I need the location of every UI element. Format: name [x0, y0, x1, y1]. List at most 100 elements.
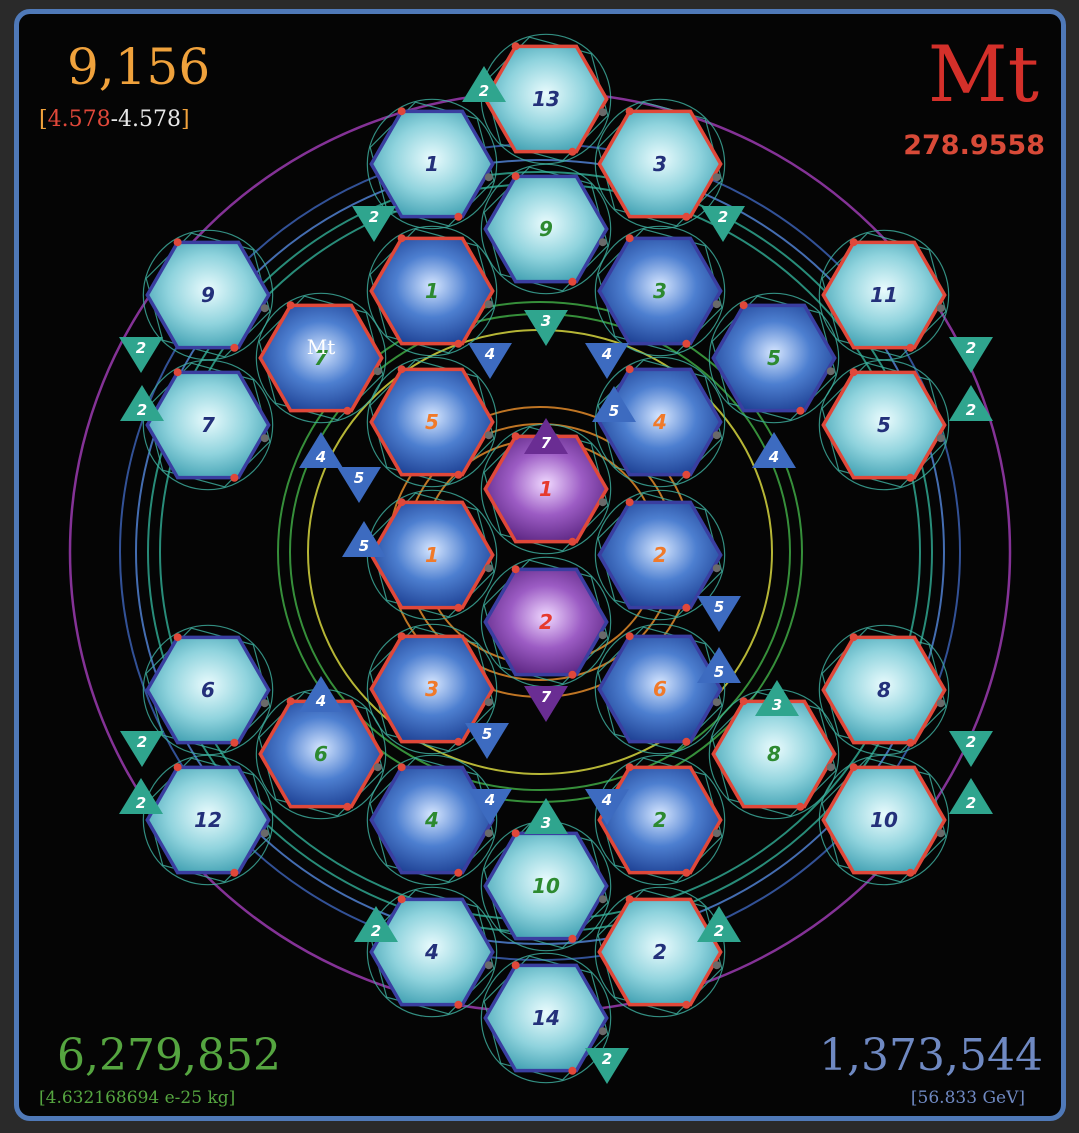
- hex-label: 5: [425, 410, 439, 434]
- triangle-marker: 5: [465, 723, 509, 759]
- hex-cell-light-navy-5: 5: [818, 359, 950, 491]
- hex-label: 1: [425, 152, 439, 176]
- triangle-label: 4: [484, 791, 495, 809]
- triangle-label: 2: [966, 794, 976, 812]
- triangle-marker: 2: [949, 337, 993, 373]
- hex-label: 3: [425, 677, 439, 701]
- triangle-marker: 2: [949, 731, 993, 767]
- hex-label: 2: [653, 808, 667, 832]
- triangle-marker: 3: [755, 680, 799, 716]
- hex-label: 6: [653, 677, 667, 701]
- triangle-label: 7: [541, 688, 552, 706]
- triangle-marker: 7: [524, 686, 568, 722]
- hex-cell-light-navy-12: 12: [142, 754, 274, 886]
- triangle-marker: 7: [524, 418, 568, 454]
- hex-cell-light-green-8: 8: [708, 688, 840, 820]
- atomic-mass: 278.9558: [903, 130, 1045, 161]
- hex-cell-light-navy-3: 3: [594, 98, 726, 230]
- hex-cell-light-green-9: 9: [480, 163, 612, 295]
- element-symbol-label: Mt: [307, 335, 336, 359]
- hex-cell-light-navy-14: 14: [480, 952, 612, 1084]
- hex-label: 2: [653, 543, 667, 567]
- hex-cell-blue-orange-3: 3: [366, 623, 498, 755]
- triangle-label: 2: [966, 339, 976, 357]
- triangle-marker: 2: [949, 385, 993, 421]
- hex-label: 7: [201, 413, 215, 437]
- hex-label: 10: [532, 874, 560, 898]
- triangle-marker: 2: [697, 906, 741, 942]
- hex-cell-blue-orange-4: 4: [594, 356, 726, 488]
- hex-cell-light-green-10: 10: [480, 820, 612, 952]
- triangle-label: 4: [484, 345, 495, 363]
- hex-cell-light-navy-11: 11: [818, 229, 950, 361]
- hex-cell-light-navy-7: 7: [142, 359, 274, 491]
- hex-label: 3: [653, 279, 667, 303]
- triangle-marker: 2: [119, 778, 163, 814]
- hex-cell-light-navy-10: 10: [818, 754, 950, 886]
- triangle-marker: 2: [352, 206, 396, 242]
- triangle-marker: 5: [697, 647, 741, 683]
- triangle-marker: 4: [299, 676, 343, 712]
- hex-cell-blue-orange-5: 5: [366, 356, 498, 488]
- hex-label: 10: [870, 808, 898, 832]
- bottom-right-detail: [56.833 GeV]: [910, 1088, 1025, 1108]
- triangle-marker: 2: [119, 337, 163, 373]
- orbital-ring: [277, 301, 803, 803]
- triangle-marker: 2: [585, 1048, 629, 1084]
- range-high: 4.578: [118, 107, 181, 132]
- triangle-marker: 2: [701, 206, 745, 242]
- hex-cell-light-navy-8: 8: [818, 624, 950, 756]
- hex-label: 6: [201, 678, 215, 702]
- triangle-label: 5: [714, 598, 724, 616]
- triangle-label: 2: [137, 733, 147, 751]
- hex-label: 8: [877, 678, 891, 702]
- triangle-label: 4: [601, 791, 612, 809]
- hex-cell-blue-green-5: 5: [708, 292, 840, 424]
- triangle-marker: 2: [120, 731, 164, 767]
- triangle-marker: 2: [949, 778, 993, 814]
- triangle-label: 4: [601, 345, 612, 363]
- triangle-marker: 5: [342, 521, 386, 557]
- hex-label: 4: [652, 410, 667, 434]
- hex-label: 2: [653, 940, 667, 964]
- top-left-range: [4.578-4.578]: [39, 107, 190, 132]
- hex-label: 4: [424, 940, 439, 964]
- hex-label: 9: [201, 283, 215, 307]
- hex-label: 7: [314, 346, 328, 370]
- triangle-label: 2: [966, 401, 976, 419]
- triangle-label: 2: [371, 922, 381, 940]
- triangle-label: 5: [354, 469, 364, 487]
- triangle-marker: 5: [337, 467, 381, 503]
- triangle-label: 2: [479, 82, 489, 100]
- triangle-label: 7: [541, 434, 552, 452]
- triangle-marker: 2: [354, 906, 398, 942]
- hex-label: 2: [539, 610, 553, 634]
- triangle-label: 2: [369, 208, 379, 226]
- hex-label: 5: [767, 346, 781, 370]
- element-symbol: Mt: [927, 30, 1039, 120]
- triangle-marker: 3: [524, 798, 568, 834]
- hex-cell-blue-green-4: 4: [366, 754, 498, 886]
- triangle-markers: 7755555544444444333222222222222222: [119, 66, 993, 1084]
- hex-label: 3: [653, 152, 667, 176]
- hex-cell-blue-green-3: 3: [594, 225, 726, 357]
- triangle-marker: 4: [468, 343, 512, 379]
- triangle-marker: 5: [592, 386, 636, 422]
- triangle-marker: 3: [524, 310, 568, 346]
- hex-label: 14: [532, 1006, 560, 1030]
- hex-cell-light-navy-9: 9: [142, 229, 274, 361]
- triangle-label: 2: [718, 208, 728, 226]
- triangle-label: 5: [359, 537, 369, 555]
- triangle-label: 3: [541, 312, 551, 330]
- hex-cell-blue-green-6: 6: [255, 688, 387, 820]
- triangle-marker: 5: [697, 596, 741, 632]
- hex-label: 12: [194, 808, 222, 832]
- triangle-marker: 2: [120, 385, 164, 421]
- triangle-label: 4: [315, 692, 326, 710]
- hex-label: 6: [314, 742, 328, 766]
- triangle-marker: 4: [585, 789, 629, 825]
- hex-cell-blue-green-7: 7: [255, 292, 387, 424]
- triangle-marker: 4: [752, 432, 796, 468]
